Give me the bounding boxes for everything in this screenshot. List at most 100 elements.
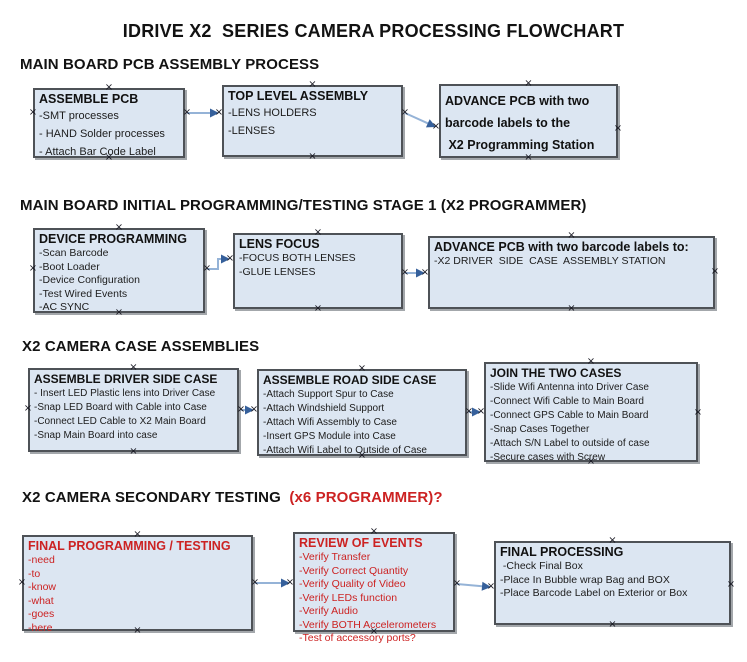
arrow-start-handle-icon: × <box>202 263 212 274</box>
box-title: LENS FOCUS <box>239 237 320 251</box>
flow-box: DEVICE PROGRAMMING-Scan Barcode-Boot Loa… <box>33 228 205 313</box>
box-left-handle-icon: × <box>23 403 33 414</box>
box-item: -Insert GPS Module into Case <box>263 431 396 442</box>
box-item: -Verify Transfer <box>299 551 371 563</box>
box-item: -Attach Wifi Label to Outside of Case <box>263 445 427 456</box>
box-item: -Boot Loader <box>39 260 100 273</box>
box-item: -Verify Quality of Video <box>299 578 406 590</box>
arrow-start-handle-icon: × <box>182 107 192 118</box>
section-heading-accent-text: (x6 PROGRAMMER)? <box>285 489 443 506</box>
box-item: -Verify Correct Quantity <box>299 564 409 577</box>
arrow-start-handle-icon: × <box>236 404 246 415</box>
box-item: -Attach S/N Label to outside of case <box>490 438 650 449</box>
box-item: -here <box>28 621 53 634</box>
box-item: -X2 DRIVER SIDE CASE ASSEMBLY STATION <box>434 255 666 267</box>
arrow-start-handle-icon: × <box>400 267 410 278</box>
box-title: DEVICE PROGRAMMING <box>39 232 187 246</box>
box-top-handle-icon: × <box>524 78 533 89</box>
section-heading-text: X2 CAMERA CASE ASSEMBLIES <box>22 338 260 355</box>
box-item: -Verify BOTH Accelerometers <box>299 618 437 631</box>
arrow-end-handle-icon: × <box>214 107 224 118</box>
box-left-handle-icon: × <box>17 577 27 588</box>
box-top-handle-icon: × <box>313 227 323 238</box>
box-item: -Connect Wifi Cable to Main Board <box>490 396 644 407</box>
box-top-handle-icon: × <box>133 529 142 540</box>
box-item: -LENS HOLDERS <box>228 107 317 119</box>
box-top-handle-icon: × <box>369 526 379 537</box>
box-item: -to <box>28 567 41 580</box>
box-title: REVIEW OF EVENTS <box>299 536 423 550</box>
box-bottom-handle-icon: × <box>524 152 533 163</box>
arrow-end-handle-icon: × <box>285 577 295 588</box>
arrow-end-handle-icon: × <box>486 581 496 592</box>
box-item: -Scan Barcode <box>39 247 109 259</box>
section-heading-1: MAIN BOARD PCB ASSEMBLY PROCESS <box>20 56 319 73</box>
box-left-handle-icon: × <box>28 107 38 118</box>
box-title: ASSEMBLE DRIVER SIDE CASE <box>34 372 218 386</box>
box-item: -AC SYNC <box>39 301 90 313</box>
box-item: -Attach Windshield Support <box>263 403 385 414</box>
section-heading-3: X2 CAMERA CASE ASSEMBLIES <box>22 338 259 355</box>
box-item: -LENSES <box>228 125 276 137</box>
box-item: -Secure cases with Screw <box>490 452 606 463</box>
box-item: -Slide Wifi Antenna into Driver Case <box>490 382 649 393</box>
box-item: -Snap Cases Together <box>490 424 590 435</box>
arrow-end-handle-icon: × <box>431 121 441 132</box>
flow-box: REVIEW OF EVENTS-Verify Transfer-Verify … <box>293 532 455 644</box>
box-title: ADVANCE PCB with two barcode labels to: <box>434 240 689 254</box>
box-title: ASSEMBLE ROAD SIDE CASE <box>263 373 437 387</box>
section-heading-2: MAIN BOARD INITIAL PROGRAMMING/TESTING S… <box>20 197 587 214</box>
section-heading-4: X2 CAMERA SECONDARY TESTING (x6 PROGRAMM… <box>22 489 443 506</box>
box-bottom-handle-icon: × <box>357 450 367 461</box>
box-right-handle-icon: × <box>726 579 736 590</box>
box-bottom-handle-icon: × <box>586 456 596 467</box>
box-item: -Snap Main Board into case <box>34 430 158 441</box>
flow-box: JOIN THE TWO CASES -Slide Wifi Antenna in… <box>484 362 698 463</box>
flow-box: TOP LEVEL ASSEMBLY-LENS HOLDERS-LENSES <box>222 85 403 157</box>
box-item: -know <box>28 581 57 593</box>
page-title: IDRIVE X2 SERIES CAMERA PROCESSING FLOWC… <box>122 21 625 41</box>
box-top-handle-icon: × <box>357 363 367 374</box>
section-heading-text: X2 CAMERA SECONDARY TESTING <box>22 489 286 506</box>
box-item: -Test of accessory ports? <box>299 632 416 644</box>
box-top-handle-icon: × <box>308 79 317 90</box>
arrow-line <box>456 583 486 588</box>
box-right-handle-icon: × <box>693 407 703 418</box>
box-bottom-handle-icon: × <box>133 625 142 636</box>
box-item: - HAND Solder processes <box>39 128 165 140</box>
box-item: -Verify Audio <box>299 605 358 617</box>
box-item: -Test Wired Events <box>39 287 128 300</box>
flow-box: FINAL PROGRAMMING / TESTING-need-to-know… <box>22 535 253 634</box>
box-title: JOIN THE TWO CASES <box>490 366 622 380</box>
box-item: -Place Barcode Label on Exterior or Box <box>500 587 688 599</box>
arrow-end-handle-icon: × <box>249 404 259 415</box>
box-item: - Insert LED Plastic lens into Driver Ca… <box>34 388 216 399</box>
arrow-end-handle-icon: × <box>225 253 235 264</box>
box-bottom-handle-icon: × <box>308 151 317 162</box>
box-item: -goes <box>28 608 55 620</box>
arrow-start-handle-icon: × <box>452 578 462 589</box>
flow-box: ADVANCE PCB with two barcode labels to:-… <box>428 236 715 309</box>
box-title: FINAL PROGRAMMING / TESTING <box>28 539 231 553</box>
box-item: -Connect LED Cable to X2 Main Board <box>34 416 206 427</box>
box-right-handle-icon: × <box>710 266 720 277</box>
box-bottom-handle-icon: × <box>129 446 138 457</box>
box-item: -Attach Wifi Assembly to Case <box>263 417 397 428</box>
box-bottom-handle-icon: × <box>608 619 617 630</box>
section-heading-text: MAIN BOARD PCB ASSEMBLY PROCESS <box>20 56 320 73</box>
box-left-handle-icon: × <box>28 263 38 274</box>
box-item: -Connect GPS Cable to Main Board <box>490 410 649 421</box>
box-item: -Place In Bubble wrap Bag and BOX <box>500 573 670 586</box>
flow-box: LENS FOCUS-FOCUS BOTH LENSES-GLUE LENSES <box>233 233 403 309</box>
box-right-handle-icon: × <box>613 123 623 134</box>
box-item: -GLUE LENSES <box>239 265 316 278</box>
box-item: -Verify LEDs function <box>299 591 398 604</box>
box-top-handle-icon: × <box>104 82 114 93</box>
box-bottom-handle-icon: × <box>567 303 576 314</box>
arrow-start-handle-icon: × <box>400 107 410 118</box>
arrow-start-handle-icon: × <box>464 406 474 417</box>
box-item: -need <box>28 554 55 566</box>
box-item: -SMT processes <box>39 110 119 122</box>
box-bottom-handle-icon: × <box>114 307 124 318</box>
